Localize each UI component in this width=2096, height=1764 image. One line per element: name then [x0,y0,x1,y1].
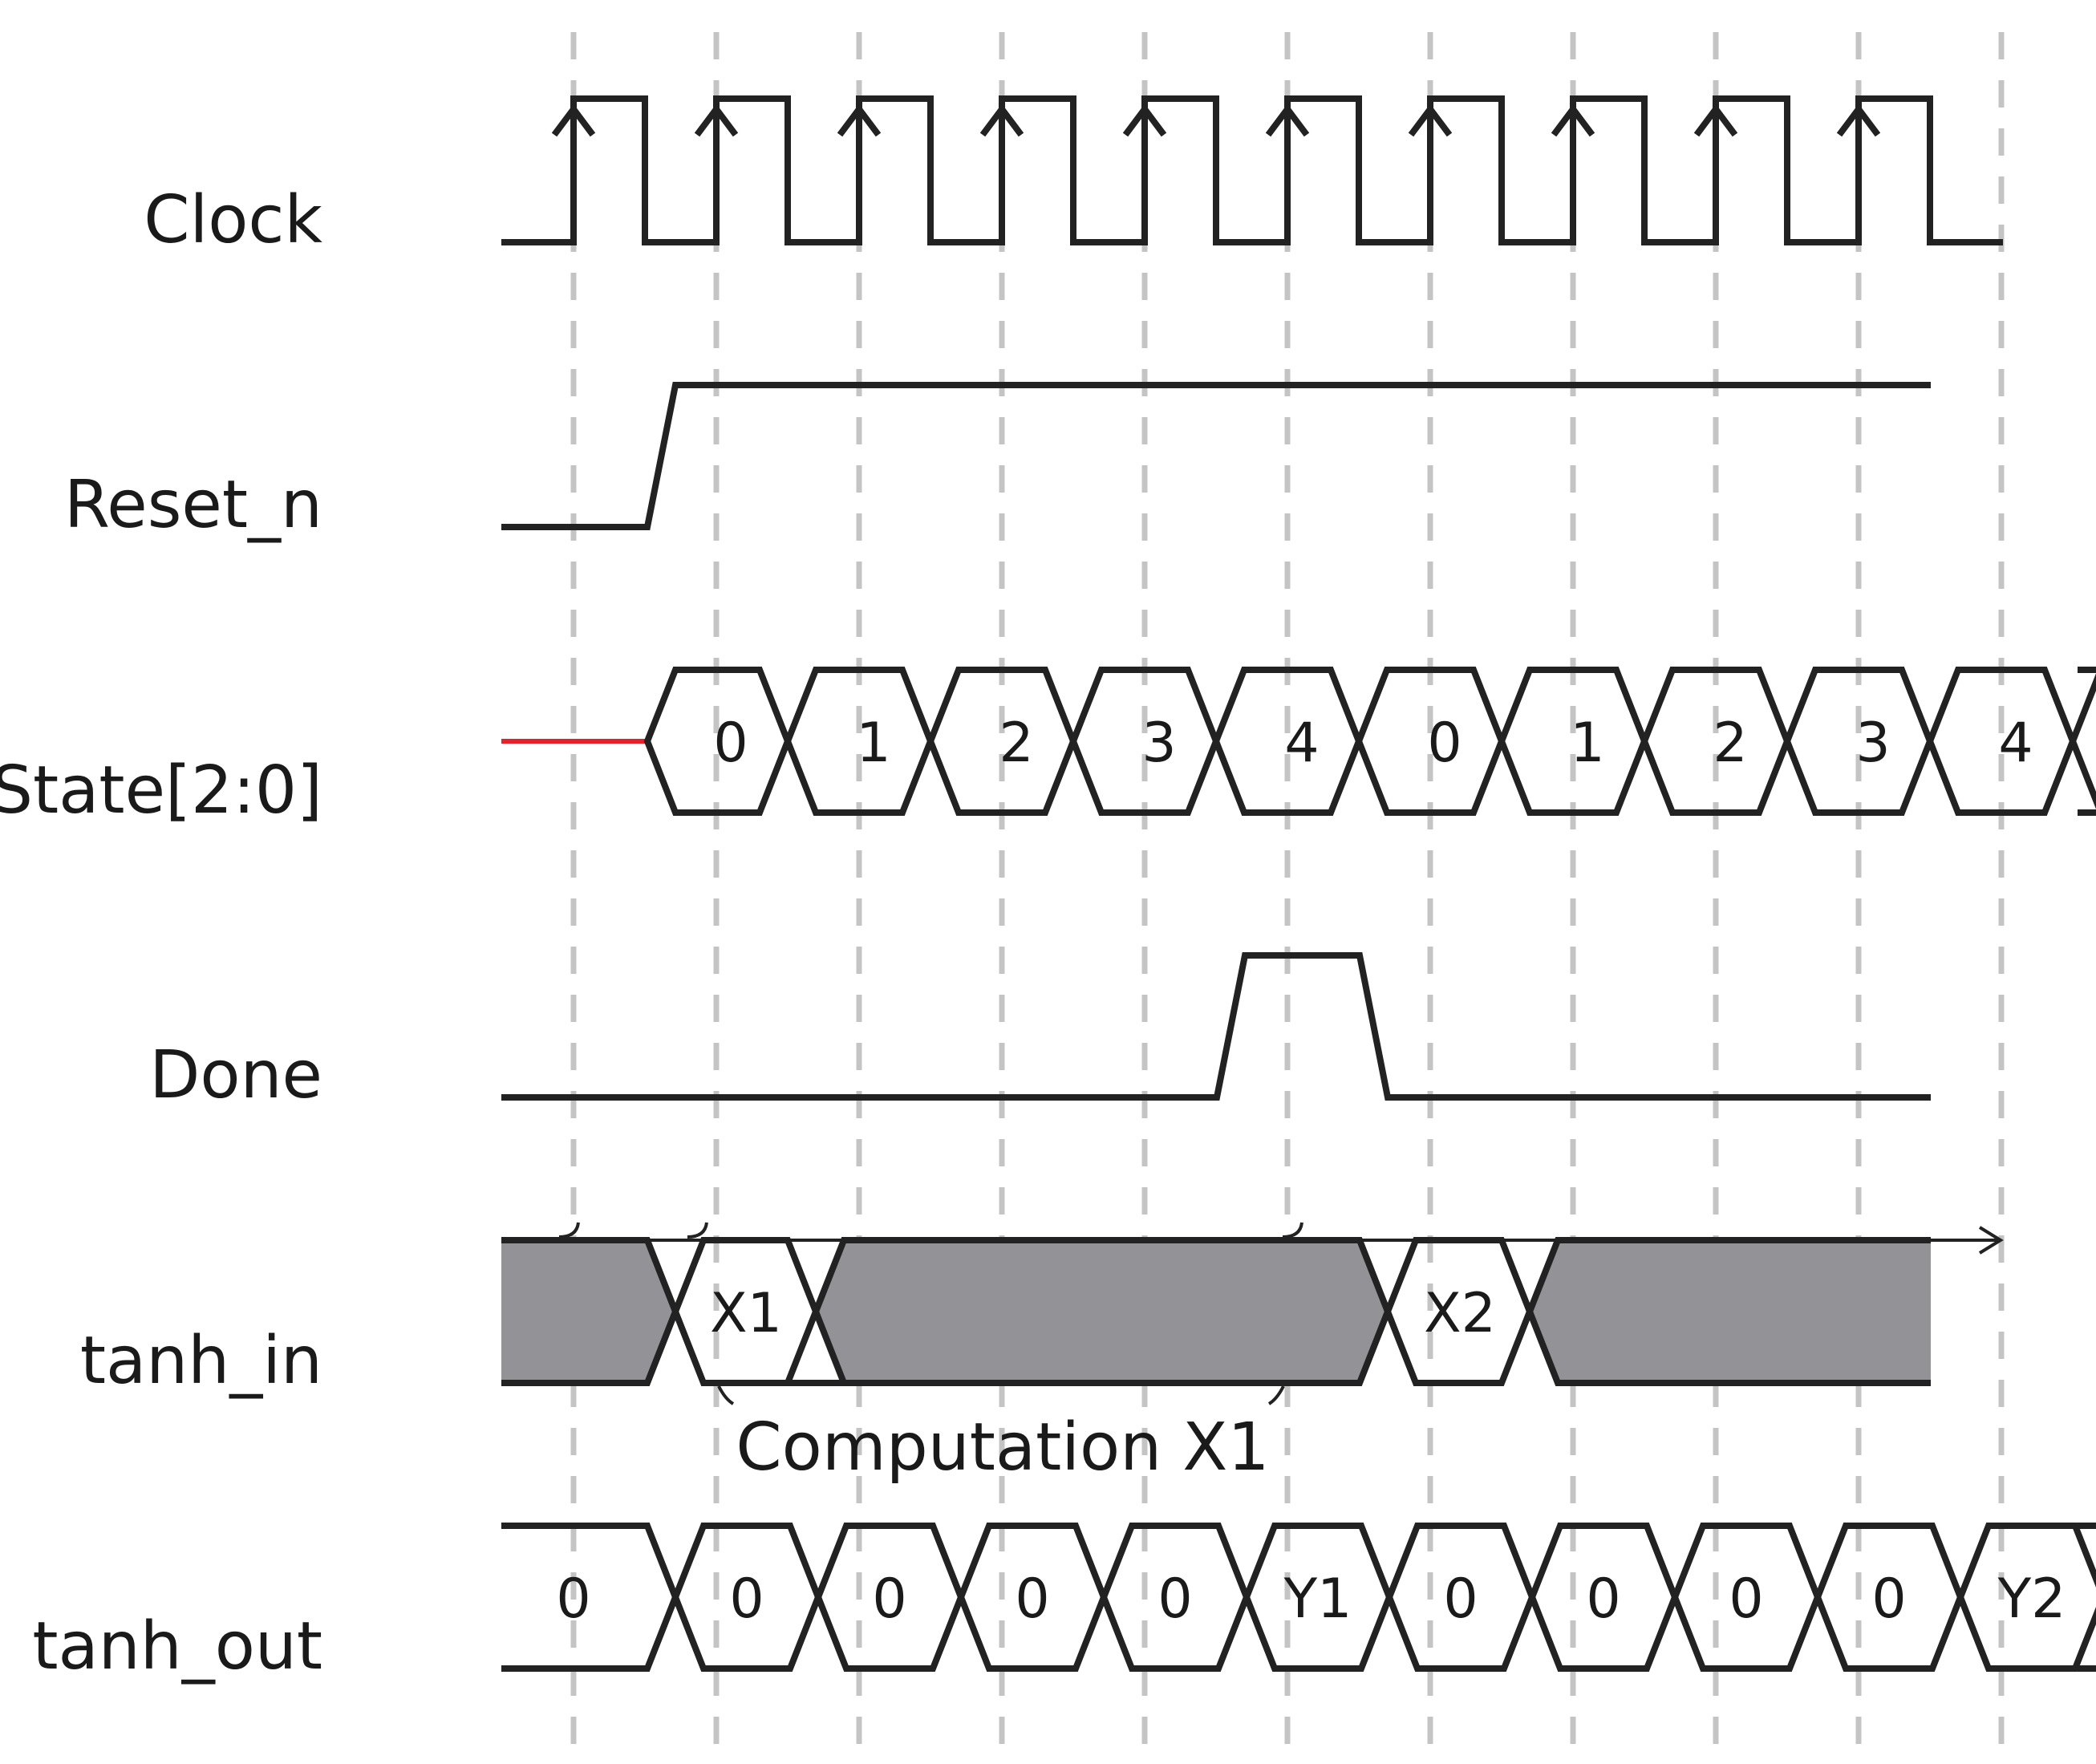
state-value-label: 1 [1570,712,1604,775]
computation-bracket-start [717,1385,735,1405]
state-value-label: 4 [1284,712,1319,775]
state-value-label: 1 [856,712,890,775]
signal-label-tanh-out: tanh_out [32,1608,322,1685]
rising-edge-arrow [1122,103,1167,137]
waveforms [501,95,2096,1672]
tanh-in-value-label: X2 [1424,1282,1496,1345]
tanh-in-undefined-region [816,1240,1388,1383]
tanh-out-bus-segment [2078,1523,2096,1672]
tanh-out-value-label: 0 [1729,1567,1763,1631]
tanh-out-value-label: 0 [1157,1567,1192,1631]
rising-edge-arrow [1265,103,1310,137]
tanh-out-value-label: 0 [1443,1567,1478,1631]
computation-bracket-end [1267,1385,1285,1405]
rising-edge-arrow [1836,103,1881,137]
signal-label-done: Done [149,1037,322,1113]
rising-edge-arrow [694,103,739,137]
edge-tick-mark [687,1222,708,1239]
tanh-in-undefined-region [501,1240,675,1383]
signal-label-clock: Clock [144,182,322,258]
tanh-in-outline-bottom [501,1237,1931,1386]
done-waveform [501,952,1931,1101]
state-value-label: 3 [1855,712,1890,775]
rising-edge-arrow [979,103,1024,137]
tanh-out-bus-segment [1956,1523,2096,1672]
tanh-out-value-label: 0 [556,1567,590,1631]
tanh-out-value-label: Y1 [1283,1567,1352,1631]
rising-edge-arrow [551,103,596,137]
state-value-label: 3 [1141,712,1176,775]
state-value-label: 2 [1713,712,1747,775]
tanh-out-value-label: 0 [729,1567,764,1631]
computation-annotation: Computation X1 [736,1409,1269,1486]
tanh-out-value-label: 0 [872,1567,906,1631]
tanh-out-value-label: Y2 [1997,1567,2066,1631]
rising-edge-arrow [1693,103,1738,137]
state-value-label: 4 [1998,712,2033,775]
tanh-out-value-label: 0 [1871,1567,1906,1631]
reset-n-waveform [501,382,1931,530]
signal-label-reset-n: Reset_n [64,467,322,543]
tanh-in-value-label: X1 [710,1282,782,1345]
clock-waveform [501,95,2003,245]
state-value-label: 2 [999,712,1033,775]
rising-edge-arrow [1408,103,1453,137]
state-value-label: 0 [713,712,748,775]
signal-label-state: State[2:0] [0,752,322,829]
tanh-in-undefined-region [1530,1240,1931,1383]
state-bus-segment [2070,667,2096,816]
state-value-label: 0 [1427,712,1462,775]
rising-edge-arrow [1551,103,1595,137]
tanh-out-value-label: 0 [1015,1567,1049,1631]
time-axis-arrowhead [1978,1226,2004,1255]
rising-edge-arrow [837,103,882,137]
clock-gridlines [570,32,2005,1749]
edge-tick-mark [1282,1222,1303,1239]
signal-label-tanh-in: tanh_in [80,1323,322,1399]
edge-tick-mark [558,1222,580,1239]
tanh-out-value-label: 0 [1586,1567,1620,1631]
